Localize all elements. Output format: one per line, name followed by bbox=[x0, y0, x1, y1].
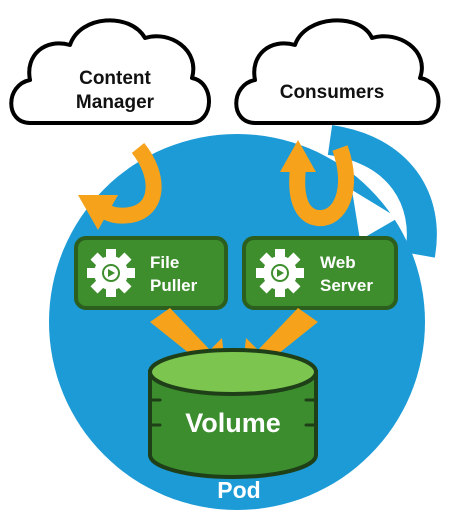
web-server-line1: Web bbox=[320, 253, 356, 272]
arrow-server-to-consumers bbox=[289, 145, 355, 226]
arrow-cm-to-puller-head bbox=[78, 195, 118, 230]
pod-label: Pod bbox=[217, 477, 260, 503]
container-web-server: Web Server bbox=[242, 236, 398, 310]
content-manager-line1: Content bbox=[79, 68, 151, 89]
pod-edge-arrow bbox=[327, 125, 437, 258]
file-puller-line2: Puller bbox=[150, 276, 198, 295]
cloud-consumers: Consumers bbox=[234, 18, 441, 125]
web-server-line2: Server bbox=[320, 276, 373, 295]
pod-circle bbox=[49, 134, 425, 510]
container-file-puller: File Puller bbox=[74, 236, 228, 310]
pod-edge-arrow-head bbox=[352, 190, 398, 240]
gear-icon bbox=[256, 249, 304, 297]
file-puller-line1: File bbox=[150, 253, 179, 272]
gear-icon bbox=[87, 249, 135, 297]
volume-cylinder: Volume bbox=[148, 348, 318, 479]
content-manager-line2: Manager bbox=[76, 92, 155, 113]
consumers-label: Consumers bbox=[280, 82, 385, 103]
arrow-server-to-consumers-head bbox=[280, 140, 316, 172]
volume-label: Volume bbox=[185, 408, 281, 438]
cloud-content-manager: Content Manager bbox=[9, 18, 211, 125]
